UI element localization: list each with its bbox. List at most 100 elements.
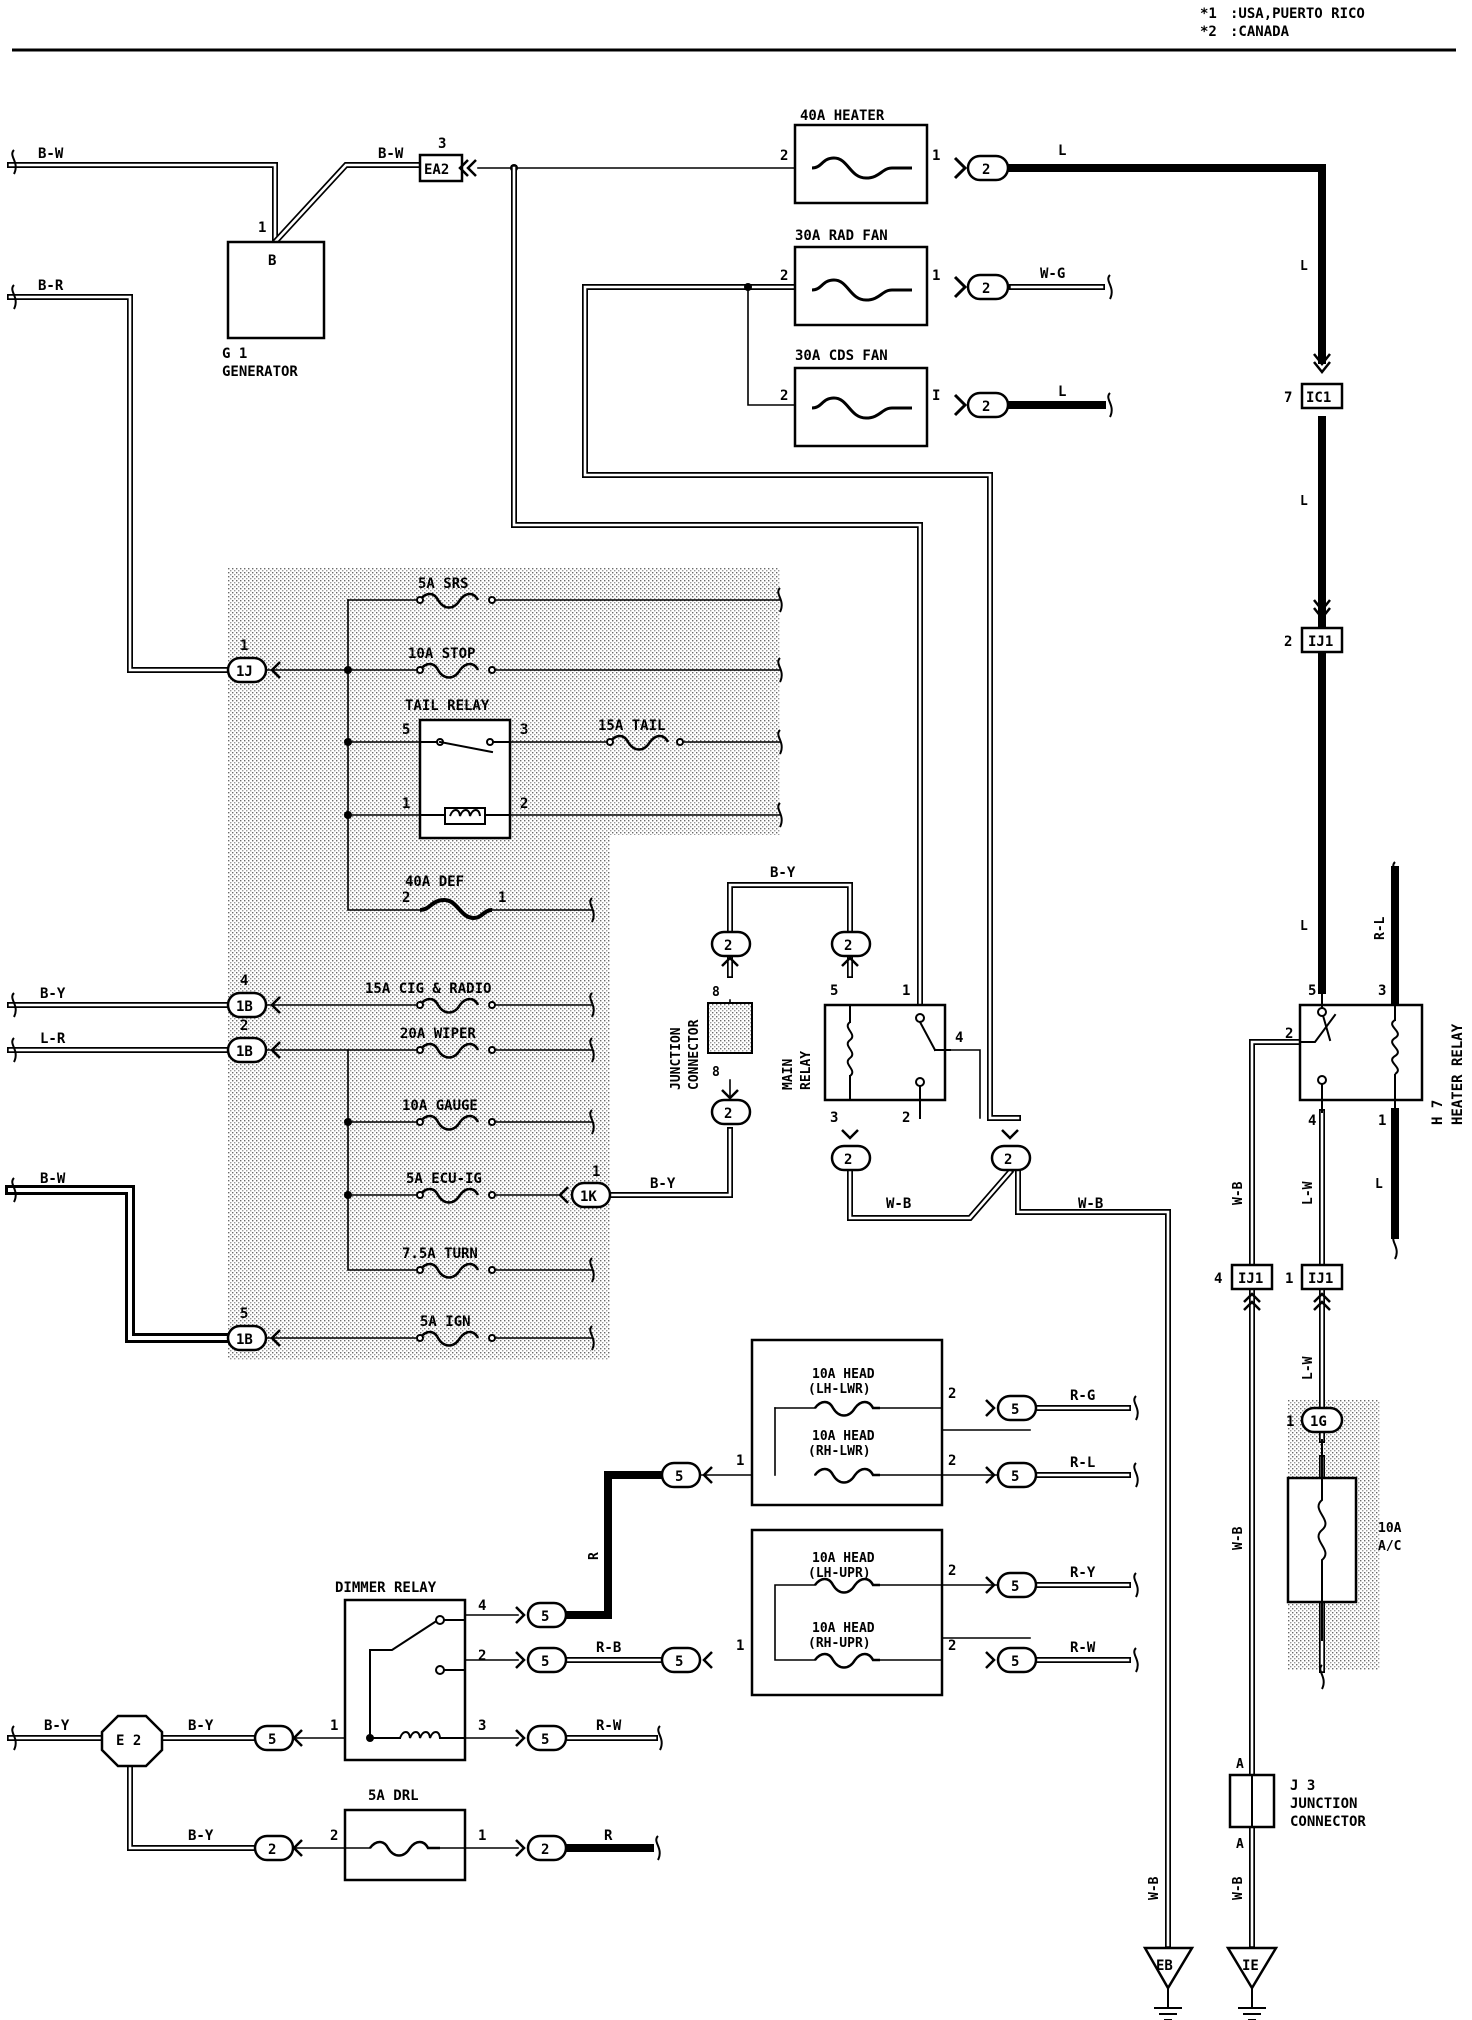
wire-label: R-Y <box>1070 1565 1096 1581</box>
wire-label: B-W <box>378 146 404 162</box>
heater-relay: 5 3 2 4 1 H 7 HEATER RELAY <box>1285 983 1466 1129</box>
pin-label: 2 <box>780 388 788 404</box>
main-relay-line1: MAIN <box>781 1059 796 1090</box>
fuse-ac-line2: A/C <box>1378 1539 1401 1554</box>
pin-label: 8 <box>712 1065 720 1080</box>
connector-label: 5 <box>268 1732 276 1748</box>
pin-label: 1 <box>402 796 410 812</box>
wire-by-ecu <box>589 882 853 1198</box>
fuse-label: 40A DEF <box>405 874 464 890</box>
wire-label: W-G <box>1040 266 1065 282</box>
wire-label: W-B <box>1231 1181 1246 1205</box>
connector-label: 5 <box>541 1609 549 1625</box>
junction-connector-j3: A A J 3 JUNCTION CONNECTOR <box>1228 1757 1366 1852</box>
connector-label: 1B <box>236 999 253 1015</box>
conn-ij1-top: IJ1 2 <box>1284 599 1344 654</box>
dimmer-relay-label: DIMMER RELAY <box>335 1580 437 1596</box>
wire-label: B-Y <box>188 1828 214 1844</box>
connector-label: 2 <box>268 1842 276 1858</box>
conn-ij1-lw: IJ1 1 <box>1285 1263 1344 1311</box>
pin-label: 7 <box>1284 390 1292 406</box>
head-lh-upr-1: 10A HEAD <box>812 1551 875 1566</box>
pin-label: 2 <box>478 1648 486 1664</box>
pin-label: 2 <box>1285 1026 1293 1042</box>
pin-label: 1 <box>498 890 506 906</box>
tail-relay: TAIL RELAY 5 3 1 2 <box>402 698 528 840</box>
pin-label: 5 <box>402 722 410 738</box>
pin-label: 2 <box>520 796 528 812</box>
pin-label: 2 <box>948 1453 956 1469</box>
conn-1b-2: 1B 2 <box>226 1018 281 1064</box>
dimmer-out-wires <box>464 1614 519 1739</box>
generator-pin: 1 <box>258 220 266 236</box>
wire-fan-feed <box>582 284 1021 1121</box>
wire-label: L <box>1058 143 1066 159</box>
fuse-30a-rad-fan: 30A RAD FAN 2 1 <box>780 228 940 327</box>
connector-ea2: EA2 <box>418 153 477 183</box>
pin-label: 1 <box>1285 1271 1293 1287</box>
legend-mark-1: *1 <box>1200 6 1217 22</box>
fuse-label: 10A STOP <box>408 646 475 662</box>
pin-label: I <box>932 388 940 404</box>
pin-label: 4 <box>1308 1113 1316 1129</box>
pin-label: 2 <box>240 1018 248 1034</box>
fuse-5a-ecu-ig: 5A ECU-IG <box>406 1171 496 1204</box>
jb-fuses: 5A SRS 10A STOP TAIL RELAY 5 3 1 2 15A T… <box>365 576 684 1347</box>
j3-code: J 3 <box>1290 1778 1315 1794</box>
fuse-5a-drl: 5A DRL 2 1 <box>330 1788 486 1882</box>
pin-label: 1 <box>592 1164 600 1180</box>
ground-ie: IE <box>1225 1946 1279 2020</box>
dimmer-relay: DIMMER RELAY 4 2 3 1 <box>330 1580 486 1762</box>
head-rh-lwr-1: 10A HEAD <box>812 1429 875 1444</box>
connector-label: EA2 <box>424 162 449 178</box>
splice-e2: E 2 <box>100 1714 164 1768</box>
fuse-ac-line1: 10A <box>1378 1521 1402 1536</box>
wire-head-outputs <box>1035 1405 1131 1663</box>
pin-label: 3 <box>1378 983 1386 999</box>
connector-label: 1K <box>580 1189 597 1205</box>
wire-bw-generator <box>7 162 433 247</box>
wire-label: L <box>1058 384 1066 400</box>
pin-label: 2 <box>1284 634 1292 650</box>
connector-label: 1B <box>236 1044 253 1060</box>
fuse-40a-heater: 40A HEATER 2 1 <box>780 108 940 205</box>
fuse-label: 5A DRL <box>368 1788 419 1804</box>
fuse-10a-stop: 10A STOP <box>408 646 496 679</box>
connector-label: 1B <box>236 1332 253 1348</box>
pin-label: 3 <box>830 1110 838 1126</box>
fuse-label: 7.5A TURN <box>402 1246 478 1262</box>
wire-wb-main-relay <box>847 1167 1171 1948</box>
pin-label: 2 <box>902 1110 910 1126</box>
head-lh-lwr-2: (LH-LWR) <box>808 1382 871 1397</box>
legend-mark-2: *2 <box>1200 24 1217 40</box>
wire-label: B-R <box>38 278 64 294</box>
fuse-label: 20A WIPER <box>400 1026 476 1042</box>
head-upr-box: 10A HEAD (LH-UPR) 10A HEAD (RH-UPR) <box>750 1528 944 1697</box>
e2-wire-labels: B-Y B-Y B-Y <box>44 1718 214 1844</box>
junction-connector: 8 8 JUNCTION CONNECTOR <box>669 985 753 1090</box>
wire-labels-l-vertical: L L L L <box>1300 259 1383 1192</box>
wire-cds-feed <box>747 286 796 406</box>
wire-label: B-Y <box>650 1176 676 1192</box>
drl-connectors: 2 2 <box>253 1834 568 1862</box>
pin-label: 3 <box>438 136 446 152</box>
connector-label: 5 <box>675 1654 683 1670</box>
wire-label: R-W <box>596 1718 622 1734</box>
jb-internal <box>257 599 781 1339</box>
tail-relay-label: TAIL RELAY <box>405 698 490 714</box>
connector-label: 2 <box>844 938 852 954</box>
pin-label: 1 <box>932 268 940 284</box>
connector-label: 5 <box>541 1732 549 1748</box>
head-lh-lwr-1: 10A HEAD <box>812 1367 875 1382</box>
jc-line1: JUNCTION <box>669 1027 684 1090</box>
pin-label: 2 <box>330 1828 338 1844</box>
heater-relay-code: H 7 <box>1430 1100 1446 1125</box>
fuse-20a-wiper: 20A WIPER <box>400 1026 496 1059</box>
fuse-10a-gauge: 10A GAUGE <box>402 1098 496 1131</box>
wire-label: R-B <box>596 1640 621 1656</box>
wire-label: B-W <box>38 146 64 162</box>
conn-2-cds: 2 <box>953 391 1010 419</box>
pin-label: 4 <box>955 1030 963 1046</box>
pin-label: 1 <box>330 1718 338 1734</box>
